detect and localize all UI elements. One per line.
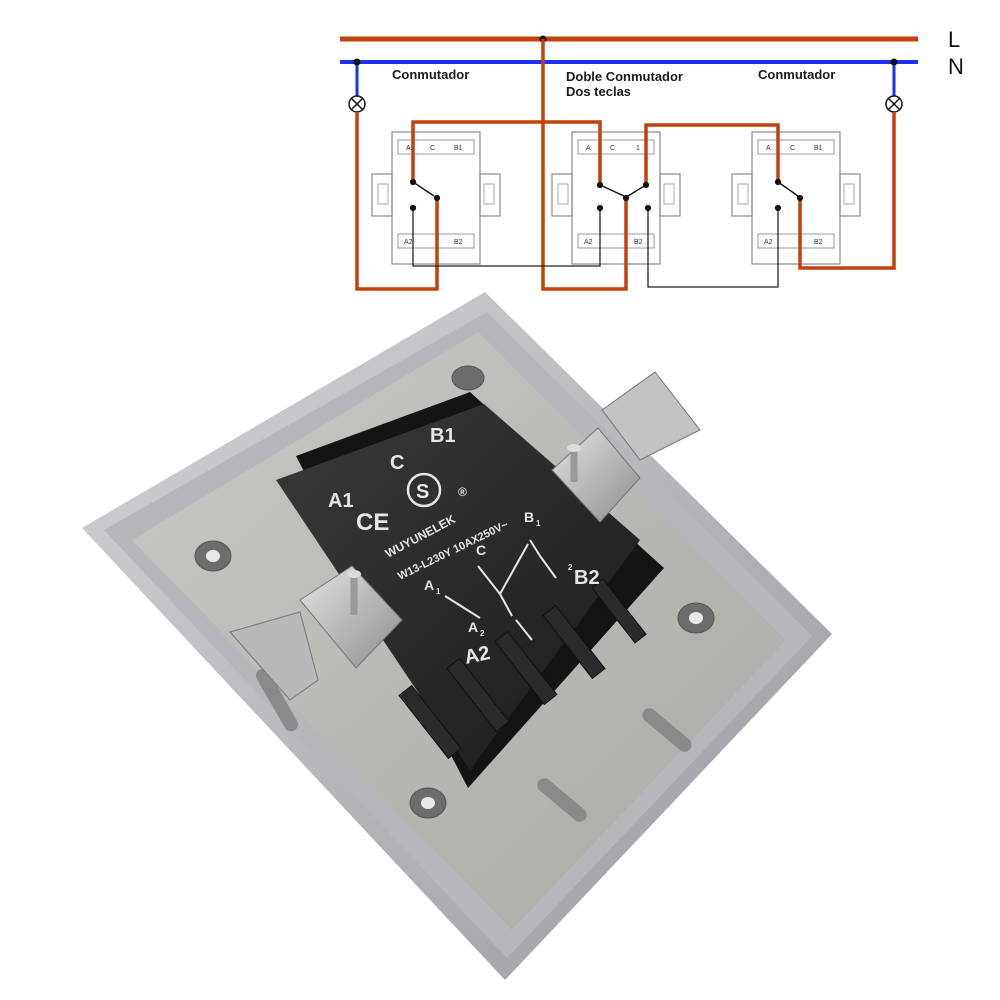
terminal-label-b1: B1 [430, 425, 456, 447]
neutral-bus-label: N [948, 54, 964, 79]
switch-right: A C B1 A2 B2 [731, 131, 861, 265]
terminal-label-b2: B2 [574, 567, 600, 589]
live-wire-right-lamp [798, 112, 896, 270]
switch-body [276, 404, 640, 770]
s-mark-letter: S [416, 481, 429, 503]
switch-center: A C 1 A2 B2 [551, 131, 681, 265]
terminal-a: A [406, 145, 411, 152]
switch-label-left: Conmutador [392, 67, 469, 82]
schematic-b: B [524, 509, 534, 525]
live-wire-feed [541, 39, 628, 291]
terminal-a2: A2 [764, 239, 773, 246]
bridge-wire-2 [647, 210, 779, 288]
lamp-icon [348, 95, 366, 113]
contacts [409, 178, 804, 212]
terminal-a: A [586, 145, 591, 152]
terminal-a2: A2 [584, 239, 593, 246]
switch-label-center: Doble Conmutador [566, 69, 683, 84]
printed-schematic [444, 539, 557, 641]
live-wire-traveler-1 [411, 120, 602, 183]
terminal-a2: A2 [404, 239, 413, 246]
terminal-b2: B2 [634, 239, 643, 246]
terminal-clamp-left [229, 565, 403, 701]
terminal-b1: B1 [454, 145, 463, 152]
junction-neutral-right [890, 58, 898, 66]
switch-product-illustration: A1 C B1 CE S ® WUYUNELEK W13-L230Y 10AX2… [82, 292, 832, 980]
live-bus-label: L [948, 27, 960, 52]
schematic-a: A [424, 577, 434, 593]
wiring-diagram: L N Conmutador Doble Conmutador Dos tecl… [340, 27, 964, 291]
switch-label-right: Conmutador [758, 67, 835, 82]
bridge-wire-1 [412, 210, 601, 267]
live-wire-traveler-2 [644, 123, 780, 183]
s-mark-icon: S [406, 472, 442, 508]
terminal-b2: B2 [814, 239, 823, 246]
terminal-b1: B1 [814, 145, 823, 152]
lamp-icon [885, 95, 903, 113]
terminal-clamp-right [551, 371, 701, 523]
schematic-b-sub2: 2 [568, 563, 573, 572]
switch-sublabel-center: Dos teclas [566, 84, 631, 99]
terminal-label-a2: A2 [462, 642, 492, 669]
body-ribs [398, 578, 647, 760]
terminal-c: C [610, 145, 615, 152]
terminal-c: C [430, 145, 435, 152]
terminal-a: A [766, 145, 771, 152]
terminal-c: C [790, 145, 795, 152]
plate-slots [256, 668, 692, 822]
schematic-a-sub1: 1 [436, 587, 441, 596]
live-wire-left-lamp [355, 112, 439, 291]
terminal-b2: B2 [454, 239, 463, 246]
terminal-label-c: C [390, 452, 404, 474]
terminal-label-a1: A1 [328, 490, 354, 512]
junction-neutral-left [353, 58, 361, 66]
schematic-a2: A [468, 619, 478, 635]
ce-mark: CE [356, 509, 389, 536]
schematic-a2-sub: 2 [480, 629, 485, 638]
schematic-c: C [476, 542, 486, 558]
schematic-b-sub1: 1 [536, 519, 541, 528]
registered-mark: ® [458, 485, 467, 499]
terminal-1: 1 [636, 145, 640, 152]
